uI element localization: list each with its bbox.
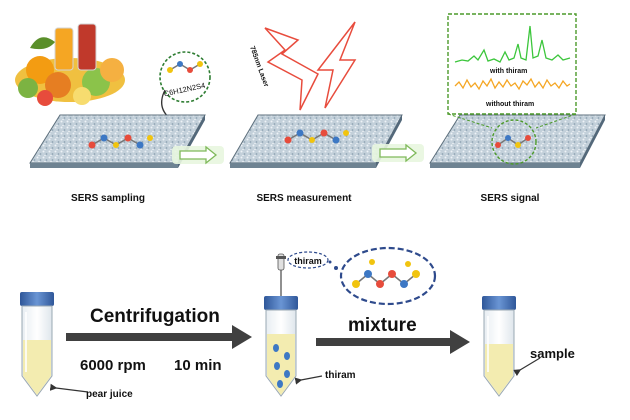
step-label-sampling: SERS sampling — [71, 193, 145, 204]
speed-label: 6000 rpm — [80, 357, 146, 374]
step-arrow-2 — [372, 143, 424, 163]
step-label-measurement: SERS measurement — [256, 193, 352, 204]
spectrum-with-label: with thiram — [489, 68, 527, 75]
spectrum-without-label: without thiram — [485, 101, 534, 108]
mixture-arrow — [316, 330, 470, 354]
centrifugation-arrow — [66, 325, 252, 349]
molecule-on-substrate-2 — [284, 129, 349, 144]
formula-bubble: C6H12N2S4 — [159, 51, 211, 103]
sample-pointer — [513, 357, 541, 377]
molecule-on-substrate-1 — [88, 134, 153, 149]
thiram-bubble — [287, 251, 329, 269]
substrate-3 — [429, 114, 606, 168]
laser-label: 785nm Laser — [248, 45, 269, 88]
pear-juice-pointer — [49, 383, 89, 393]
tube-pear-juice — [20, 292, 54, 397]
time-label: 10 min — [174, 357, 222, 374]
mixture-label: mixture — [348, 315, 417, 336]
pear-juice-label: pear juice — [86, 389, 133, 400]
focus-circle — [491, 119, 537, 165]
spectrum-without-line — [454, 77, 571, 91]
centrifugation-label: Centrifugation — [90, 306, 220, 327]
tube-sample — [482, 296, 516, 397]
thiram-pointer — [294, 375, 323, 385]
spectrum-with-line — [454, 25, 571, 63]
pipette-icon — [276, 253, 286, 296]
step-label-signal: SERS signal — [481, 193, 540, 204]
molecule-on-substrate-3 — [495, 135, 531, 148]
spectrum-panel: with thiram without thiram — [447, 13, 577, 129]
step-arrow-1 — [172, 145, 224, 165]
thiram-reagent-label: thiram — [294, 256, 322, 266]
fruit-photo — [15, 23, 125, 106]
molecule-icon — [167, 61, 203, 73]
sample-label: sample — [530, 346, 575, 361]
tube-thiram-label: thiram — [325, 370, 356, 381]
tube-mixture — [264, 296, 298, 397]
laser-bolt-icon — [264, 21, 357, 111]
thiram-molecule-bubble — [328, 246, 437, 306]
